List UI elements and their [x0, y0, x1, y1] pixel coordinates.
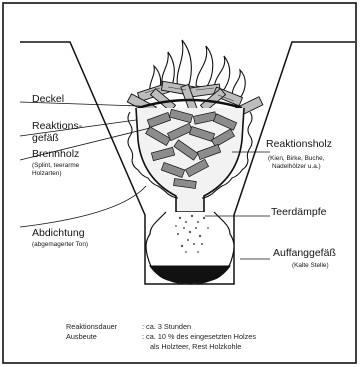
label-teerdaempfe: Teerdämpfe	[271, 207, 326, 218]
label-reaktionsholz-note-line1: (Kien, Birke, Buche,	[268, 155, 324, 162]
label-auffanggefaess: Auffanggefäß	[273, 248, 336, 259]
label-reaktionsgefaess-line1: Reaktions-	[32, 121, 82, 132]
label-abdichtung: Abdichtung	[32, 228, 85, 239]
footer-dauer-label: Reaktionsdauer	[66, 322, 117, 331]
label-abdichtung-note: (abgemagerter Ton)	[32, 241, 88, 248]
label-reaktionsholz-note-line2: Nadelhölzer u.a.)	[272, 163, 321, 170]
footer-dauer-value: : ca. 3 Stunden	[142, 322, 191, 331]
collected-tar	[150, 266, 230, 283]
footer-ausbeute-value-line2: als Holzteer, Rest Holzkohle	[150, 342, 241, 351]
label-brennholz: Brennholz	[32, 149, 79, 160]
label-deckel: Deckel	[32, 94, 64, 105]
label-reaktionsholz: Reaktionsholz	[266, 139, 332, 150]
label-auffanggefaess-note: (Kalte Stelle)	[292, 262, 329, 269]
footer-ausbeute-value-line1: : ca. 10 % des eingesetzten Holzes	[142, 332, 256, 341]
label-brennholz-note-line2: Holzarten)	[32, 170, 61, 177]
label-reaktionsgefaess-line2: gefäß	[32, 133, 59, 144]
footer-ausbeute-label: Ausbeute	[66, 332, 97, 341]
label-brennholz-note-line1: (Splint, teerarme	[32, 162, 79, 169]
